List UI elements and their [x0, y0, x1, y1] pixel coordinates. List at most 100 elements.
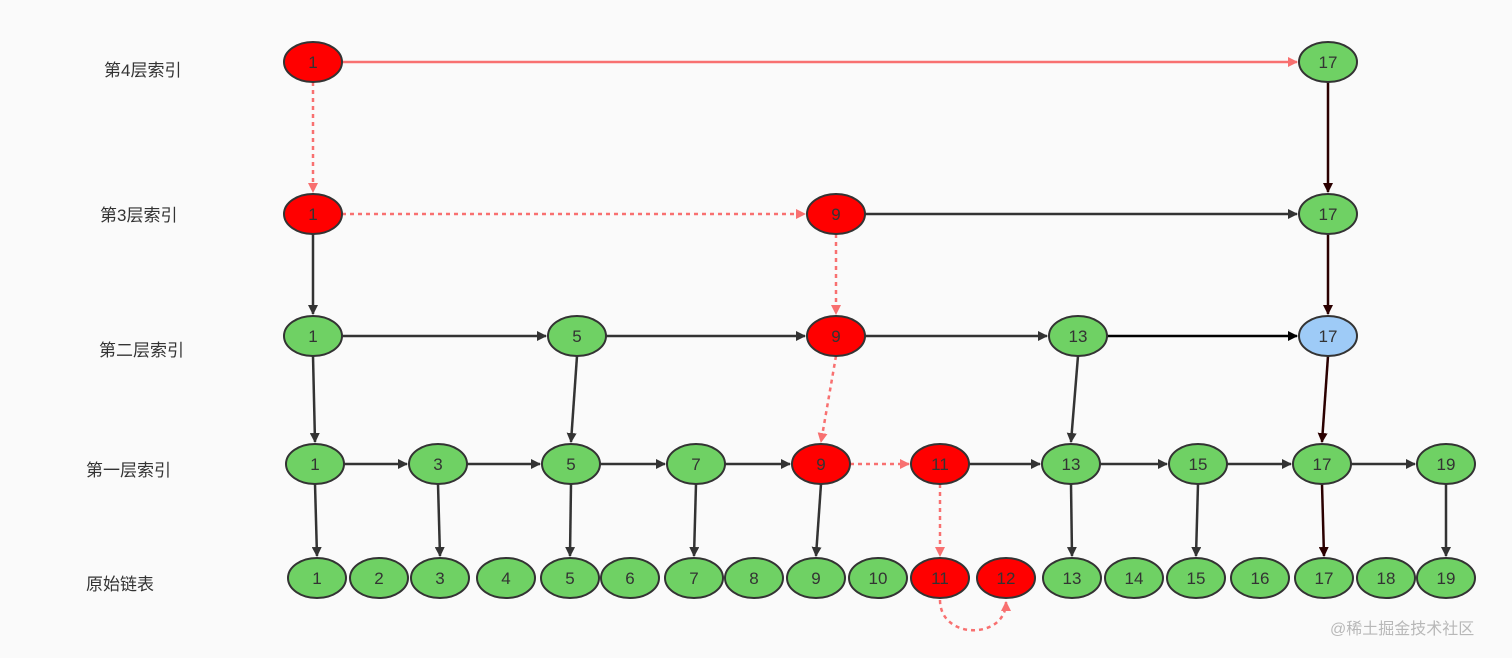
node-shape — [1042, 557, 1102, 599]
node-label: 19 — [1437, 455, 1456, 474]
node-label: 16 — [1251, 569, 1270, 588]
node-label: 2 — [374, 569, 383, 588]
node-label: 1 — [308, 205, 317, 224]
node-label: 5 — [566, 455, 575, 474]
node-label: 4 — [501, 569, 510, 588]
edge-L3-9-to-L4-9 — [811, 483, 823, 557]
level-labels: 第4层索引 第3层索引 第二层索引 第一层索引 原始链表 — [86, 61, 184, 594]
node-shape — [1298, 193, 1358, 235]
node-L1-9: 9 — [806, 193, 866, 235]
node-label: 11 — [931, 569, 949, 588]
node-shape — [476, 557, 536, 599]
node-shape — [1166, 557, 1226, 599]
node-L3-1: 1 — [285, 443, 345, 485]
node-L2-5: 5 — [547, 315, 607, 357]
node-L0-17: 17 — [1298, 41, 1358, 83]
node-shape — [1041, 443, 1101, 485]
node-shape — [910, 557, 970, 599]
node-label: 1 — [312, 569, 321, 588]
node-shape — [547, 315, 607, 357]
node-label: 11 — [931, 455, 949, 474]
node-label: 12 — [997, 569, 1016, 588]
node-shape — [283, 41, 343, 83]
node-label: 7 — [689, 569, 698, 588]
node-shape — [806, 193, 866, 235]
edge-L3-5-to-L4-5 — [565, 483, 576, 557]
node-L0-1: 1 — [283, 41, 343, 83]
node-L4-4: 4 — [476, 557, 536, 599]
node-L3-19: 19 — [1416, 443, 1476, 485]
node-L2-9: 9 — [806, 315, 866, 357]
edge-L3-17-to-L4-17 — [1318, 483, 1329, 557]
edge-L3-1-to-L4-1 — [311, 483, 322, 557]
node-label: 6 — [625, 569, 634, 588]
node-label: 17 — [1319, 205, 1338, 224]
level-label-base: 原始链表 — [86, 575, 154, 594]
edge-L2-1-to-L3-1 — [309, 355, 320, 443]
node-label: 5 — [572, 327, 581, 346]
node-label: 9 — [811, 569, 820, 588]
node-shape — [600, 557, 660, 599]
node-shape — [1104, 557, 1164, 599]
watermark-text: @稀土掘金技术社区 — [1330, 620, 1474, 638]
node-L1-17: 17 — [1298, 193, 1358, 235]
edge-L2-5-to-L3-5 — [566, 355, 579, 443]
node-L2-17: 17 — [1298, 315, 1358, 357]
node-label: 1 — [310, 455, 319, 474]
node-label: 15 — [1187, 569, 1206, 588]
node-shape — [1298, 315, 1358, 357]
edge-L2-13-to-L3-13 — [1066, 355, 1080, 443]
node-L3-7: 7 — [666, 443, 726, 485]
node-label: 13 — [1063, 569, 1082, 588]
node-L4-8: 8 — [724, 557, 784, 599]
node-shape — [287, 557, 347, 599]
level-label-3: 第3层索引 — [100, 206, 177, 225]
edge-L2-17-to-L3-17 — [1317, 355, 1330, 443]
node-shape — [666, 443, 726, 485]
node-label: 17 — [1315, 569, 1334, 588]
edge-L3-3-to-L4-3 — [434, 483, 445, 557]
edge-L2-9-to-L3-9 — [817, 355, 838, 443]
node-label: 19 — [1437, 569, 1456, 588]
level-label-4: 第4层索引 — [104, 61, 181, 80]
edges — [308, 57, 1451, 632]
node-label: 13 — [1062, 455, 1081, 474]
node-shape — [1048, 315, 1108, 357]
node-L3-15: 15 — [1168, 443, 1228, 485]
node-shape — [1298, 41, 1358, 83]
node-L4-6: 6 — [600, 557, 660, 599]
node-L4-19: 19 — [1416, 557, 1476, 599]
node-shape — [1230, 557, 1290, 599]
node-shape — [1294, 557, 1354, 599]
node-label: 9 — [816, 455, 825, 474]
node-shape — [408, 443, 468, 485]
node-L3-13: 13 — [1041, 443, 1101, 485]
node-label: 1 — [308, 53, 317, 72]
node-shape — [1168, 443, 1228, 485]
edge-L3-13-to-L4-13 — [1066, 483, 1077, 557]
node-L4-15: 15 — [1166, 557, 1226, 599]
node-shape — [1416, 443, 1476, 485]
node-L4-9: 9 — [786, 557, 846, 599]
node-label: 14 — [1125, 569, 1144, 588]
node-label: 17 — [1313, 455, 1332, 474]
node-label: 8 — [749, 569, 758, 588]
node-shape — [1292, 443, 1352, 485]
node-L4-5: 5 — [540, 557, 600, 599]
node-label: 15 — [1189, 455, 1208, 474]
node-label: 17 — [1319, 53, 1338, 72]
node-L4-2: 2 — [349, 557, 409, 599]
node-shape — [786, 557, 846, 599]
node-L4-1: 1 — [287, 557, 347, 599]
node-L4-12: 12 — [976, 557, 1036, 599]
node-shape — [806, 315, 866, 357]
node-L4-18: 18 — [1356, 557, 1416, 599]
node-label: 1 — [308, 327, 317, 346]
node-L3-5: 5 — [541, 443, 601, 485]
node-L2-13: 13 — [1048, 315, 1108, 357]
node-L4-17: 17 — [1294, 557, 1354, 599]
node-label: 17 — [1319, 327, 1338, 346]
node-label: 10 — [869, 569, 888, 588]
node-label: 13 — [1069, 327, 1088, 346]
